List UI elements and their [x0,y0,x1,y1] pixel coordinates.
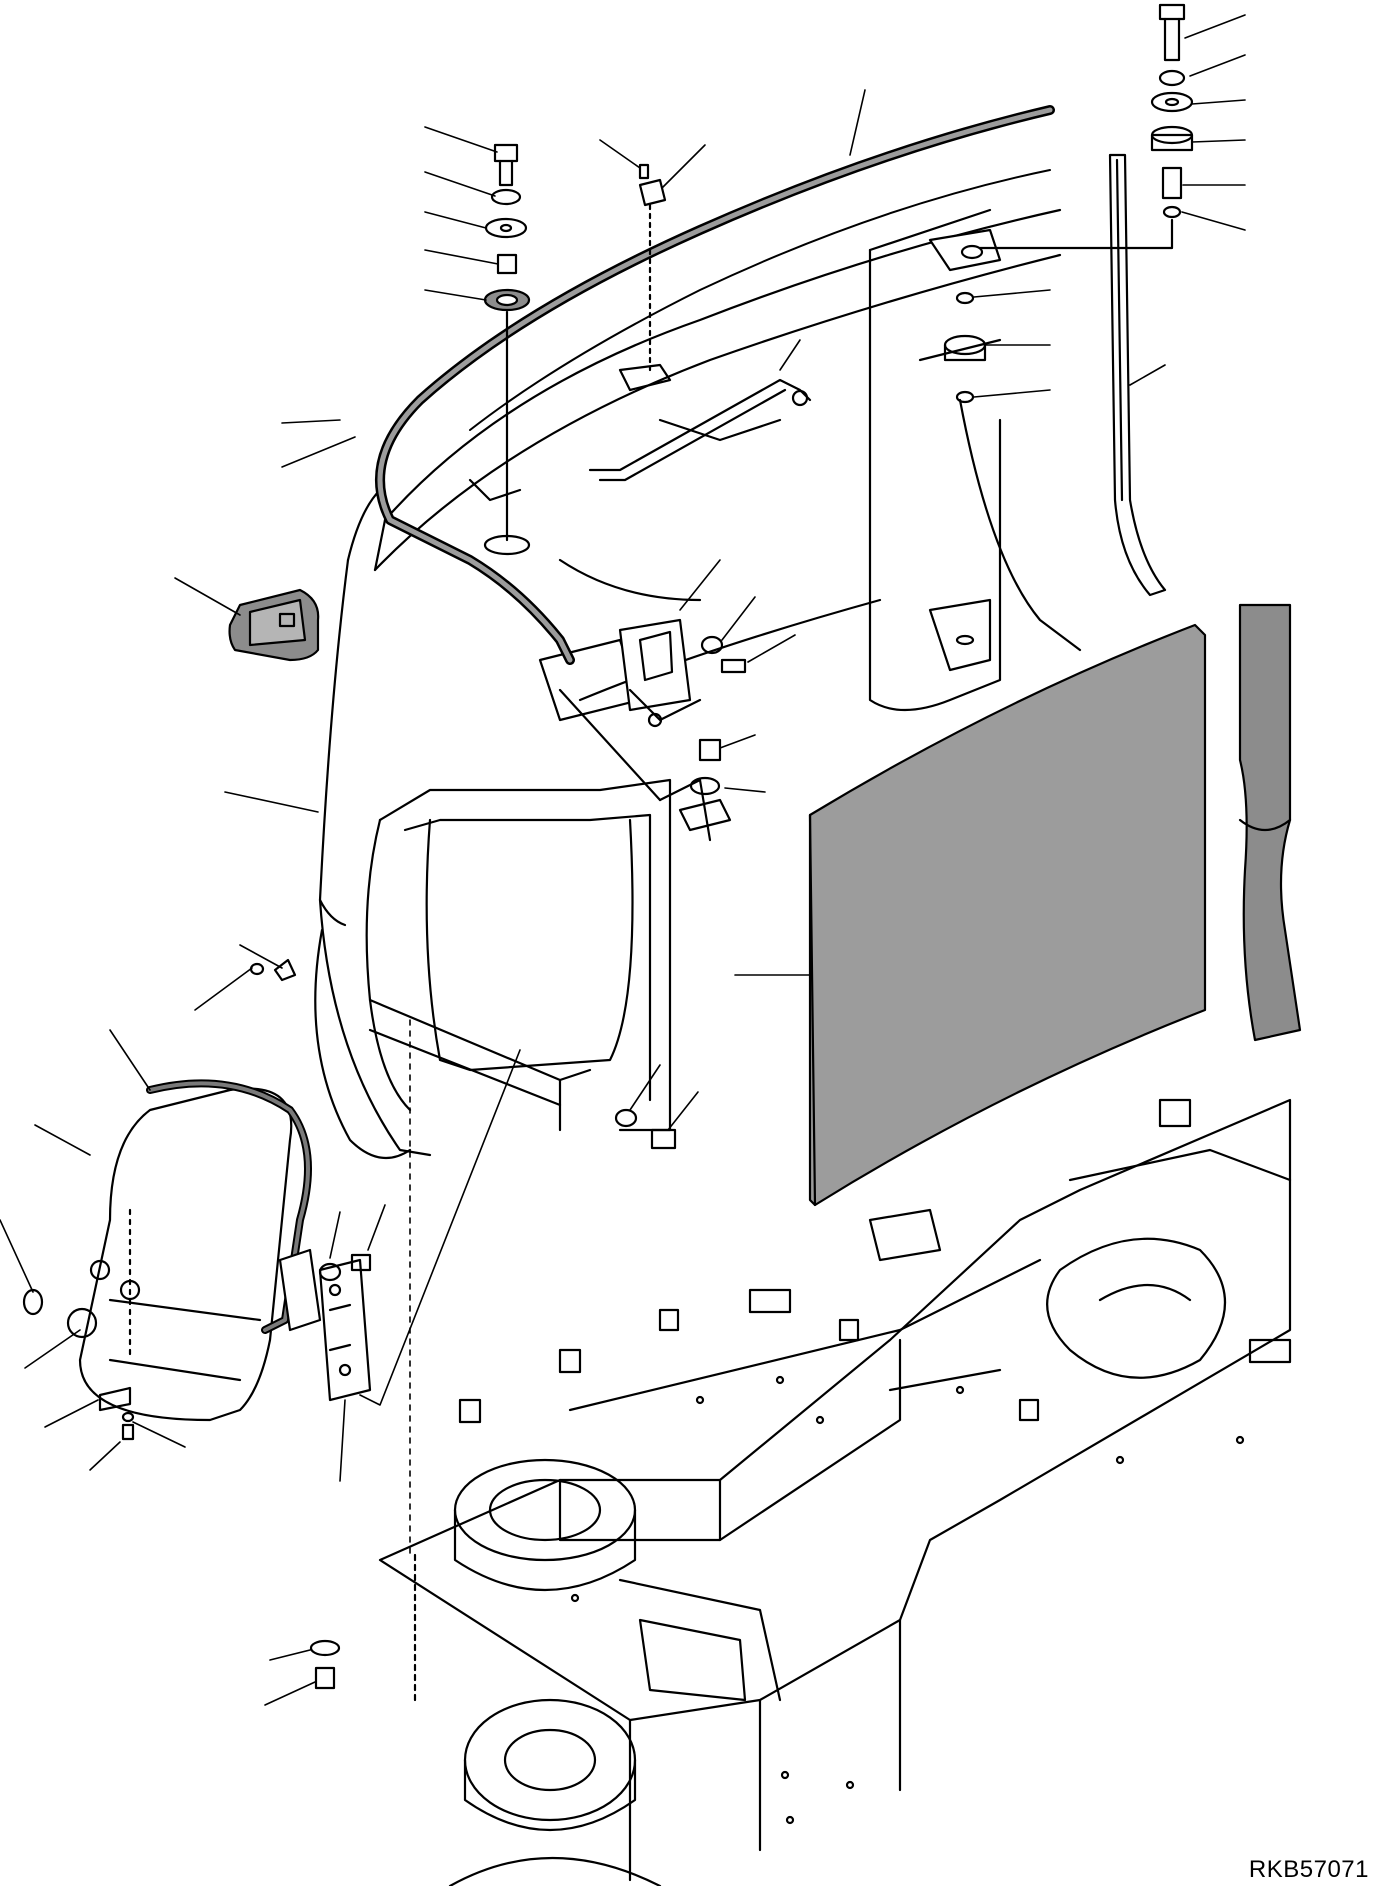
side-lamp [228,588,320,662]
drawing-reference-code: RKB57071 [1248,1856,1369,1883]
cover-latch [618,618,702,728]
mid-fasteners [22,635,747,1707]
upper-mount-bracket [928,228,1002,272]
cover-panel [78,1079,312,1422]
leader-lines [0,14,1246,1706]
sound-insulation-pad [808,623,1207,1207]
top-clip [618,163,672,392]
rh-vertical-seal [1108,153,1167,597]
vertical-pad-strip [1238,603,1302,1042]
frame-tube [588,378,812,482]
cover-hinge [278,1248,372,1402]
upper-right-fastener-stack [943,3,1194,404]
revolving-frame [378,1098,1292,1886]
top-weather-seal [375,105,1055,665]
